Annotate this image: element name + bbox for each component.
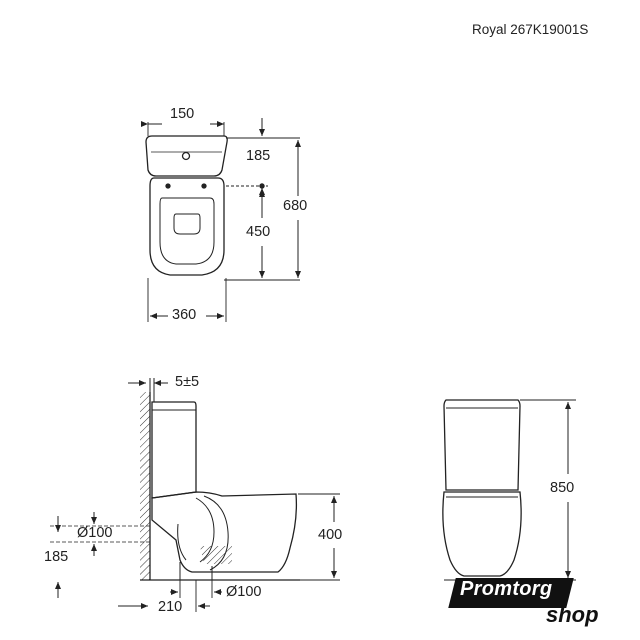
dim-label-total-height: 850 xyxy=(550,480,575,496)
dim-label-total-depth: 680 xyxy=(283,198,308,214)
side-view-body xyxy=(151,401,298,580)
side-view-dimension-lines xyxy=(50,378,340,612)
side-view xyxy=(140,392,300,581)
top-view-dimension-lines xyxy=(141,118,301,319)
dim-label-outlet-diameter: Ø100 xyxy=(226,584,262,600)
dim-label-width-top: 150 xyxy=(170,106,195,122)
front-view-tank xyxy=(443,399,521,491)
logo-text-promtorg: Promtorg xyxy=(460,578,553,600)
front-view-bowl xyxy=(442,491,522,577)
dim-label-inlet-height: 185 xyxy=(44,549,69,565)
flush-button xyxy=(181,151,191,161)
dim-label-width-base: 360 xyxy=(172,307,197,323)
promtorg-shop-logo: Promtorg shop xyxy=(446,572,606,632)
side-view-bowl xyxy=(151,491,298,573)
top-view-drain xyxy=(173,213,201,235)
dim-label-wall-gap: 5±5 xyxy=(175,374,200,390)
model-title: Royal 267K19001S xyxy=(472,22,589,37)
dim-label-pipe-diameter: Ø100 xyxy=(77,525,113,541)
dim-label-bowl-depth: 450 xyxy=(246,224,271,240)
dim-label-offset: 185 xyxy=(246,148,271,164)
top-view-bowl-inner xyxy=(159,197,215,265)
logo-text-shop: shop xyxy=(546,602,599,627)
wall-hatch xyxy=(140,392,150,580)
dim-label-outlet-offset: 210 xyxy=(158,599,183,615)
side-view-tank xyxy=(151,401,197,499)
dim-label-bowl-height: 400 xyxy=(318,527,343,543)
top-view-tank xyxy=(145,135,228,177)
top-view xyxy=(145,122,300,322)
top-view-bowl xyxy=(149,177,225,276)
